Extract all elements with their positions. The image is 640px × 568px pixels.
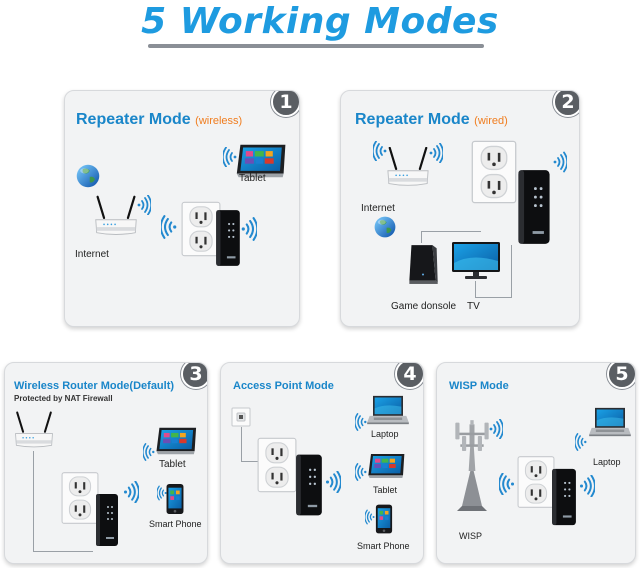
mode-3-title: Wireless Router Mode(Default) (14, 380, 175, 392)
wisp-label: WISP (459, 531, 483, 541)
mode-3-panel: Wireless Router Mode(Default) Protected … (4, 362, 208, 564)
mode-4-panel: Access Point Mode Laptop Tablet Smart Ph… (220, 362, 424, 564)
internet-label: Internet (361, 203, 395, 214)
wifi-waves-icon (429, 143, 443, 163)
cable-line (241, 427, 242, 461)
cable-line (421, 231, 481, 232)
extender-icon (552, 468, 576, 526)
wifi-waves-icon (579, 475, 595, 497)
smartphone-label: Smart Phone (357, 541, 410, 551)
wifi-waves-icon (137, 195, 151, 215)
extender-icon (296, 454, 322, 516)
mode-1-subtitle: (wireless) (195, 115, 243, 127)
wifi-waves-icon (161, 215, 177, 239)
mode-2-title-text: Repeater Mode (355, 111, 470, 128)
smartphone-icon (166, 483, 184, 515)
tablet-label: Tablet (159, 459, 186, 470)
page-title: 5 Working Modes (141, 1, 499, 42)
tv-icon (452, 242, 500, 279)
cable-line (33, 551, 93, 552)
wifi-waves-icon (355, 463, 367, 481)
outlet-icon (61, 472, 99, 524)
wifi-waves-icon (365, 509, 375, 525)
mode-1-title: Repeater Mode (wireless) (76, 111, 242, 129)
mode-2-title: Repeater Mode (wired) (355, 111, 508, 129)
outlet-icon (517, 456, 555, 508)
cable-line (421, 231, 422, 243)
extender-icon (518, 170, 550, 244)
wifi-waves-icon (355, 413, 367, 431)
wifi-waves-icon (553, 151, 567, 173)
tablet-icon (368, 454, 405, 478)
wifi-waves-icon (241, 217, 257, 241)
mode-2-panel: Repeater Mode (wired) Internet Game dons… (340, 90, 580, 327)
wall-socket-icon (231, 407, 251, 427)
cable-line (241, 461, 261, 462)
mode-5-panel: WISP Mode WISP Laptop 5 (436, 362, 636, 564)
mode-4-number-badge: 4 (395, 363, 423, 389)
mode-2-number-badge: 2 (553, 91, 579, 117)
router-icon (386, 147, 430, 187)
mode-1-title-text: Repeater Mode (76, 111, 191, 128)
cable-line (511, 245, 512, 297)
tablet-icon (156, 427, 197, 455)
title-underline (148, 44, 484, 48)
laptop-icon (367, 395, 409, 425)
wifi-waves-icon (325, 471, 341, 493)
mode-1-number-badge: 1 (271, 91, 299, 117)
cable-line (33, 451, 34, 551)
internet-label: Internet (75, 249, 109, 260)
game-console-label: Game donsole (391, 301, 457, 312)
mode-3-note: Protected by NAT Firewall (14, 394, 113, 403)
wifi-waves-icon (575, 433, 587, 451)
outlet-icon (471, 140, 517, 204)
mode-5-title: WISP Mode (449, 380, 509, 392)
laptop-label: Laptop (371, 429, 399, 439)
router-icon (94, 195, 138, 236)
outlet-icon (257, 437, 297, 493)
extender-icon (216, 210, 240, 266)
cable-line (475, 297, 512, 298)
smartphone-label: Smart Phone (149, 519, 202, 529)
mode-2-subtitle: (wired) (474, 115, 508, 127)
mode-4-title: Access Point Mode (233, 380, 334, 392)
cable-line (475, 281, 476, 297)
laptop-icon (589, 407, 631, 437)
tablet-label: Tablet (239, 173, 266, 184)
game-console-icon (409, 245, 438, 284)
wifi-waves-icon (489, 419, 503, 439)
mode-3-number-badge: 3 (181, 363, 207, 389)
tv-label: TV (467, 301, 480, 312)
mode-1-panel: Repeater Mode (wireless) Tablet Internet… (64, 90, 300, 327)
router-icon (14, 411, 54, 449)
wifi-waves-icon (499, 473, 515, 495)
tablet-label: Tablet (373, 485, 398, 495)
smartphone-icon (375, 504, 393, 534)
extender-icon (96, 494, 118, 546)
wifi-waves-icon (123, 481, 139, 503)
laptop-label: Laptop (593, 457, 621, 467)
globe-icon (76, 164, 100, 188)
globe-icon (374, 216, 396, 238)
mode-5-number-badge: 5 (607, 363, 635, 389)
